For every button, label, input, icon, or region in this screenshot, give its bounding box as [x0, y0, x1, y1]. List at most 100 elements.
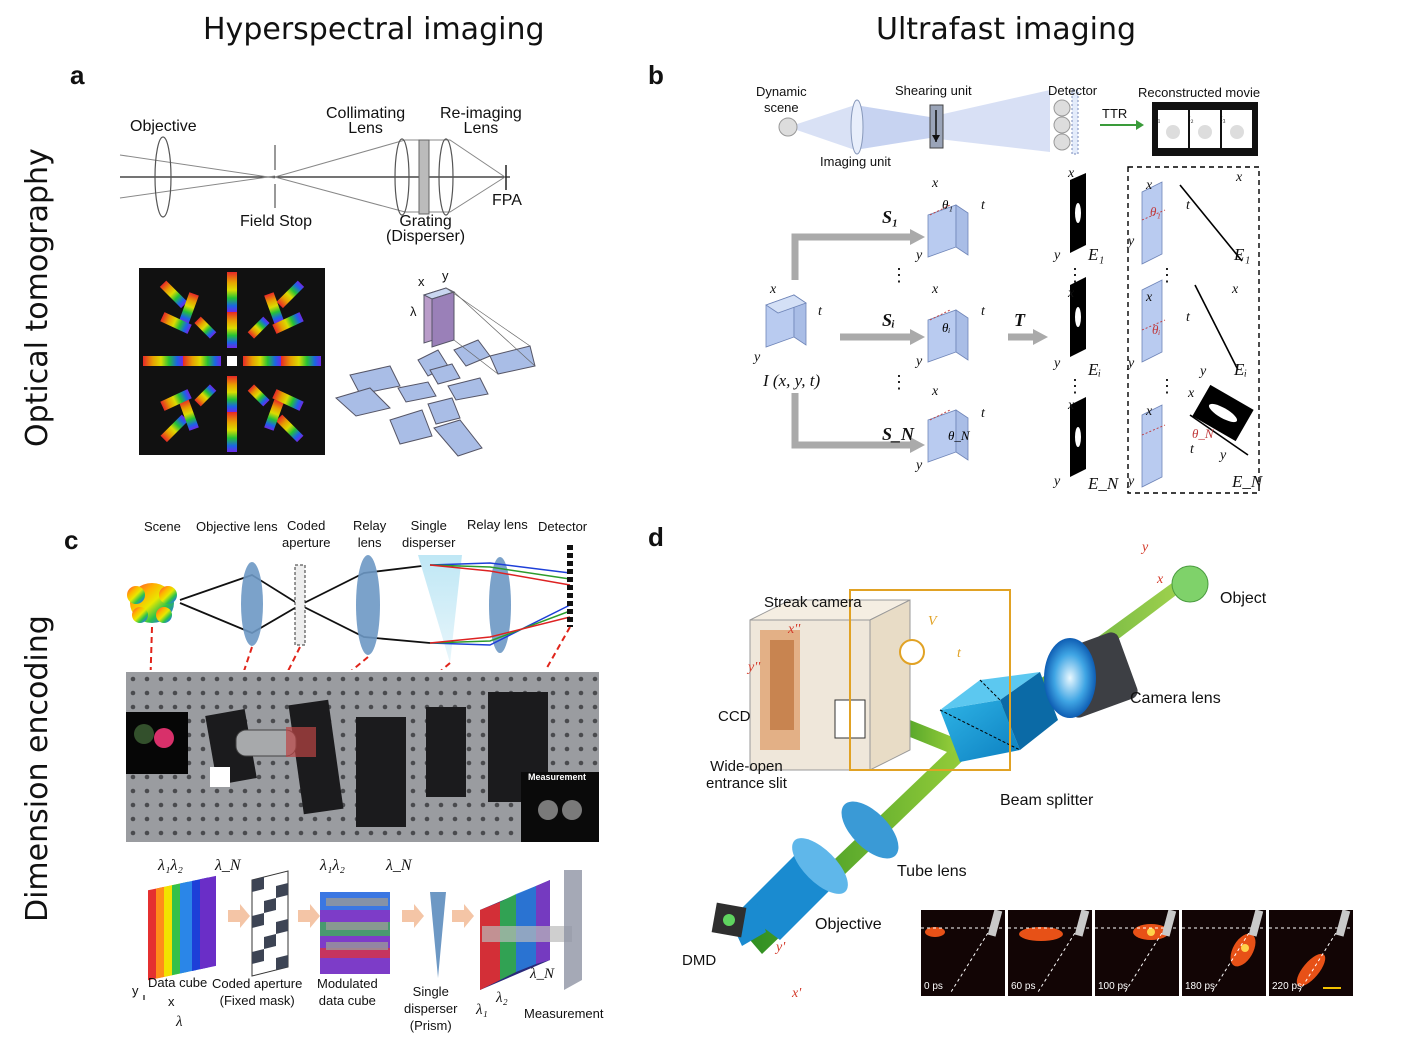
- e1-axis-x: x: [1068, 166, 1075, 181]
- ei-axis-y: y: [1054, 356, 1061, 371]
- object-axis-x: x: [1157, 572, 1164, 587]
- column-title-ultrafast: Ultrafast imaging: [876, 12, 1137, 47]
- reimaging-label-line2: Lens: [463, 120, 499, 137]
- s1-axis-y: y: [916, 248, 923, 263]
- cup-optical-layout: [778, 89, 1258, 156]
- input-axis-t: t: [818, 304, 822, 319]
- panel-label-d: d: [648, 522, 664, 552]
- movie-frame-3-label: t₃: [1220, 113, 1226, 123]
- timelapse-frames: [921, 910, 1353, 996]
- scene-label: Scene: [144, 519, 181, 534]
- axis-x-label: x: [418, 274, 425, 289]
- coded-mask-line1: Coded aperture: [212, 976, 303, 991]
- beam-splitter-label: Beam splitter: [1000, 792, 1094, 809]
- coded-label-line1: Coded: [287, 518, 326, 533]
- rec1-diag-x: x: [1236, 170, 1243, 185]
- dispersed-spectral-image: [139, 268, 325, 455]
- en-axis-x: x: [1068, 398, 1075, 413]
- si-axis-x: x: [932, 282, 939, 297]
- ellipsis-ei-en: ⋮: [1066, 376, 1084, 396]
- lambda-n-dispersed-label: λ_N: [530, 966, 555, 982]
- ellipsis-si-sn: ⋮: [890, 372, 908, 392]
- theta-i-label: θᵢ: [942, 320, 951, 335]
- collimating-label-line2: Lens: [348, 120, 383, 137]
- field-stop-label: Field Stop: [240, 213, 313, 230]
- voltage-label: V: [928, 614, 937, 629]
- reimaging-label-line1: Re-imaging: [440, 105, 522, 122]
- grating-label-line2: (Disperser): [386, 228, 466, 245]
- lambda-12-label: λ₁λ₂: [158, 857, 183, 874]
- ellipsis-reci-recn: ⋮: [1158, 376, 1176, 396]
- grating-label: Grating (Disperser): [386, 214, 466, 245]
- frame-time-220: 220 ps: [1272, 981, 1303, 992]
- ei-label: Eᵢ: [1088, 360, 1102, 379]
- si-label: Sᵢ: [882, 310, 896, 330]
- streak-axis-y: y'': [748, 660, 761, 675]
- single-label-line1: Single: [410, 518, 447, 533]
- panel-label-b: b: [648, 60, 664, 90]
- axis-x-c: x: [168, 994, 175, 1009]
- ccd-label: CCD: [718, 708, 751, 725]
- time-label: t: [957, 646, 961, 661]
- objective-label: Objective: [130, 118, 197, 135]
- e1-label: E₁: [1088, 245, 1105, 264]
- lambda-n-label: λ_N: [215, 857, 241, 874]
- dynamic-label-line2: scene: [763, 100, 799, 115]
- sn-label: S_N: [882, 424, 915, 444]
- relay-label-line2: lens: [357, 535, 382, 550]
- objective-lens-label: Objective lens: [196, 519, 278, 534]
- lambda-n-mod-label: λ_N: [386, 857, 412, 874]
- cassi-setup-photo: [126, 672, 599, 842]
- cassi-optical-layout: [127, 545, 573, 670]
- movie-frame-2-label: t₂: [1188, 113, 1194, 123]
- rec1-axis-x: x: [1146, 178, 1153, 193]
- sn-axis-x: x: [932, 384, 939, 399]
- cup-system-illustration: [711, 565, 1209, 954]
- dmd-axis-x: x': [792, 986, 802, 1001]
- frame-time-180: 180 ps: [1185, 981, 1216, 992]
- axis-y-label: y: [442, 268, 449, 283]
- reci-axis-y: y: [1128, 356, 1135, 371]
- ei-axis-x: x: [1068, 286, 1075, 301]
- cassi-encoding-schematic: [143, 870, 582, 1000]
- si-axis-y: y: [916, 354, 923, 369]
- modulated-cube-label: Modulated data cube: [317, 975, 378, 1009]
- input-datacube-label: I (x, y, t): [763, 371, 821, 390]
- slit-line2: entrance slit: [706, 775, 787, 792]
- lambda-12-mod-label: λ₁λ₂: [320, 857, 345, 874]
- sn-axis-t: t: [981, 406, 985, 421]
- frame-time-100: 100 ps: [1098, 981, 1129, 992]
- measurement-photo-label: Measurement: [528, 772, 587, 782]
- coded-label-line2: aperture: [282, 535, 331, 550]
- e1-axis-y: y: [1054, 248, 1061, 263]
- recn-diag-y: y: [1220, 448, 1227, 463]
- s1-axis-t: t: [981, 198, 985, 213]
- ellipsis-rec1-reci: ⋮: [1158, 265, 1176, 285]
- row-title-optical-tomography: Optical tomography: [20, 148, 55, 447]
- row-title-dimension-encoding: Dimension encoding: [20, 615, 55, 922]
- ttr-label: TTR: [1102, 106, 1128, 121]
- panel-label-a: a: [70, 60, 85, 90]
- ellipsis-e1-ei: ⋮: [1066, 265, 1084, 285]
- measurement-label: Measurement: [524, 1006, 604, 1021]
- cup-encoding-diagram: [765, 166, 1260, 494]
- single-disperser-label: Single disperser: [402, 517, 455, 551]
- reci-diag-x: x: [1232, 282, 1239, 297]
- dmd-label: DMD: [682, 952, 717, 969]
- tube-lens-label: Tube lens: [897, 863, 967, 880]
- rec1-axis-y: y: [1128, 234, 1135, 249]
- collimating-label-line1: Collimating: [326, 105, 406, 122]
- dynamic-scene-label: Dynamic scene: [756, 84, 807, 116]
- en-label: E_N: [1088, 474, 1119, 493]
- lambda-1-label: λ₁: [476, 1002, 488, 1018]
- frame-time-0: 0 ps: [924, 981, 943, 992]
- reimaging-lens-label: Re-imaging Lens: [440, 105, 522, 137]
- object-axis-y: y: [1142, 540, 1149, 555]
- recn-axis-y: y: [1128, 474, 1135, 489]
- relay-label-line1: Relay: [353, 518, 387, 533]
- prism-line2: disperser: [404, 1001, 458, 1016]
- theta-1-reconstruction-label: θ₁: [1150, 204, 1161, 219]
- panel-label-c: c: [64, 525, 79, 555]
- relay-lens-2-label: Relay lens: [467, 517, 528, 532]
- movie-frame-1-label: t₁: [1155, 113, 1161, 123]
